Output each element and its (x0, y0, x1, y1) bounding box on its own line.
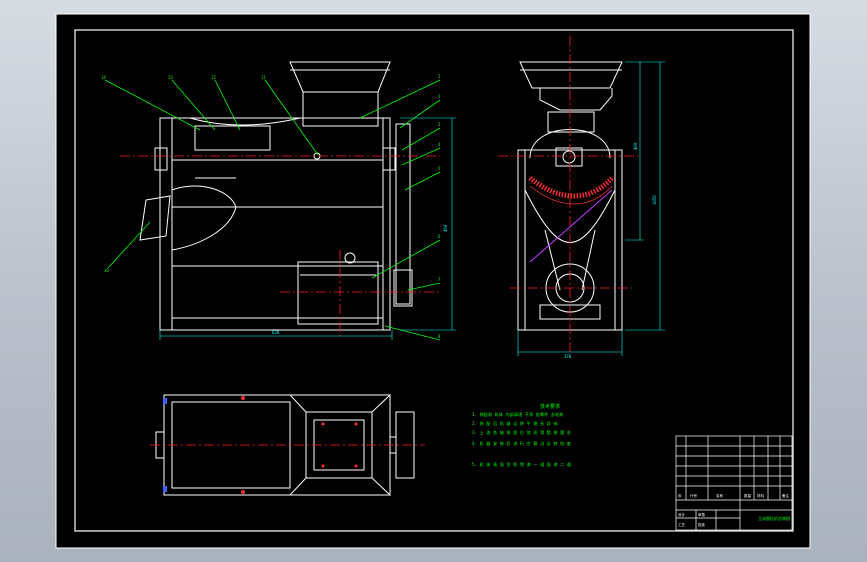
inner-frame (74, 29, 794, 532)
balloon-4: 4 (438, 142, 441, 147)
tb-header-material: 材料 (757, 493, 765, 498)
note-line-3: 3. 上 油 各 轴 承 部 位 加 润 滑 脂 按 要 求 (472, 429, 572, 436)
tb-header-qty: 数量 (744, 493, 752, 498)
dim-side-upper: 400 (633, 142, 638, 150)
front-housing (159, 117, 391, 331)
dim-side-height: 1050 (652, 195, 657, 205)
title-block (675, 435, 793, 531)
dim-front-width: 620 (272, 330, 280, 335)
drawing-title: 玉米脱粒机总装图 (758, 515, 790, 521)
tb-header-code: 代号 (690, 493, 698, 498)
technical-notes: 技术要求 1. 装配前 机体 内部清理 干净 各零件 去毛刺 2. 装 配 后 … (472, 403, 572, 468)
balloon-5: 5 (438, 166, 441, 171)
tb-header-remark: 备注 (782, 493, 790, 498)
front-pulley-belt (395, 123, 411, 305)
outer-border (55, 13, 811, 549)
balloon-7: 7 (438, 277, 441, 282)
dim-side-width: 370 (564, 354, 572, 359)
note-line-4: 4. 机 器 安 装 后 进 行 空 载 试 运 转 检 查 (472, 440, 572, 447)
balloon-2: 2 (438, 94, 441, 99)
side-hopper (519, 61, 623, 89)
balloon-6: 6 (438, 234, 441, 239)
balloon-3: 3 (438, 122, 441, 127)
front-motor (297, 261, 379, 325)
tb-sign-process: 工艺 (678, 522, 686, 527)
balloon-13: 13 (168, 75, 173, 80)
tb-sign-approve: 批准 (698, 522, 706, 527)
dim-front-height: 450 (443, 224, 448, 232)
tb-sign-design: 设计 (678, 512, 686, 517)
note-line-1: 1. 装配前 机体 内部清理 干净 各零件 去毛刺 (472, 411, 563, 418)
drawing-sheet (56, 14, 810, 548)
drive-belt (529, 189, 613, 263)
balloon-8: 8 (438, 334, 441, 339)
concave-screen-hatch (528, 176, 614, 199)
note-line-2: 2. 装 配 后 机 器 运 转 平 稳 无 异 响 (472, 420, 558, 427)
front-view (139, 61, 413, 331)
balloon-14: 14 (101, 75, 106, 80)
tb-header-name: 名称 (716, 493, 724, 498)
discharge-spout (139, 195, 171, 241)
tb-sign-review: 审核 (698, 512, 706, 517)
tb-header-seq: 序 (678, 493, 682, 498)
note-line-5: 5. 机 体 表 面 涂 防 锈 漆 一 道 面 漆 二 道 (472, 461, 572, 468)
balloon-12: 12 (211, 75, 216, 80)
balloon-1: 1 (438, 74, 441, 79)
notes-title: 技术要求 (540, 403, 560, 410)
balloon-11: 11 (261, 75, 266, 80)
balloon-10: 10 (104, 268, 109, 273)
